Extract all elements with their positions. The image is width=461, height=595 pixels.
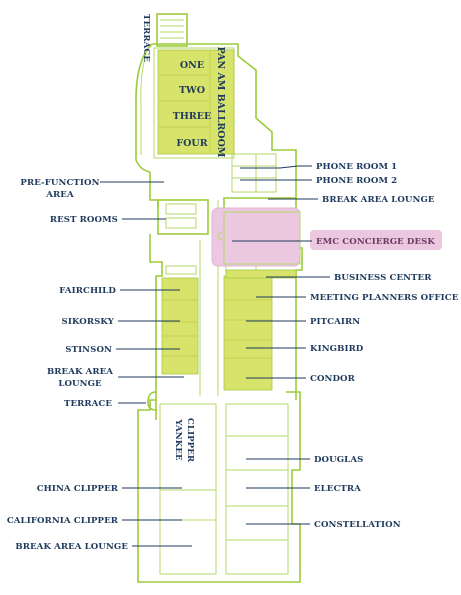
phone-room-2-label: PHONE ROOM 2: [316, 176, 397, 186]
callout-labels: PHONE ROOM 1 PHONE ROOM 2 BREAK AREA LOU…: [7, 162, 459, 552]
kingbird-label: KINGBIRD: [310, 344, 364, 354]
pitcairn-label: PITCAIRN: [310, 317, 360, 327]
pan-am-ballroom: [157, 49, 235, 155]
pan-am-ballroom-label: PAN AM BALLROOM: [215, 47, 226, 158]
meeting-planners-office-label: MEETING PLANNERS OFFICE: [310, 293, 459, 303]
break-area-mid-label-1: BREAK AREA: [47, 367, 113, 377]
phone-room-1-label: PHONE ROOM 1: [316, 162, 397, 172]
constellation-label: CONSTELLATION: [314, 520, 401, 530]
room-two-label: TWO: [179, 85, 205, 96]
china-clipper-label: CHINA CLIPPER: [37, 484, 119, 494]
sikorsky-label: SIKORSKY: [62, 317, 115, 327]
break-area-lounge-top-label: BREAK AREA LOUNGE: [322, 195, 435, 205]
electra-label: ELECTRA: [314, 484, 361, 494]
yankee-clipper-label-1: YANKEE: [173, 418, 183, 461]
room-four-label: FOUR: [176, 138, 207, 149]
terrace-top-label: TERRACE: [141, 14, 151, 62]
emc-concierge-desk-label: EMC CONCIERGE DESK: [316, 237, 435, 247]
right-rooms: [223, 269, 297, 391]
break-area-lounge-bottom-label: BREAK AREA LOUNGE: [15, 542, 128, 552]
terrace-mid-label: TERRACE: [64, 399, 112, 409]
stinson-label: STINSON: [65, 345, 112, 355]
pre-function-label-2: AREA: [45, 190, 74, 200]
room-three-label: THREE: [173, 111, 211, 122]
rest-rooms-label: REST ROOMS: [50, 215, 118, 225]
room-one-label: ONE: [180, 60, 204, 71]
break-area-mid-label-2: LOUNGE: [58, 379, 102, 389]
business-center-label: BUSINESS CENTER: [334, 273, 432, 283]
yankee-clipper-label-2: CLIPPER: [185, 418, 195, 463]
left-rooms: [161, 277, 199, 375]
douglas-label: DOUGLAS: [314, 455, 363, 465]
room-labels: ONE TWO THREE FOUR PAN AM BALLROOM TERRA…: [141, 14, 226, 463]
pre-function-label-1: PRE-FUNCTION: [20, 178, 99, 188]
condor-label: CONDOR: [310, 374, 356, 384]
leader-lines: [100, 165, 330, 547]
emc-concierge-area: [211, 207, 442, 267]
fairchild-label: FAIRCHILD: [59, 286, 116, 296]
california-clipper-label: CALIFORNIA CLIPPER: [7, 516, 119, 526]
